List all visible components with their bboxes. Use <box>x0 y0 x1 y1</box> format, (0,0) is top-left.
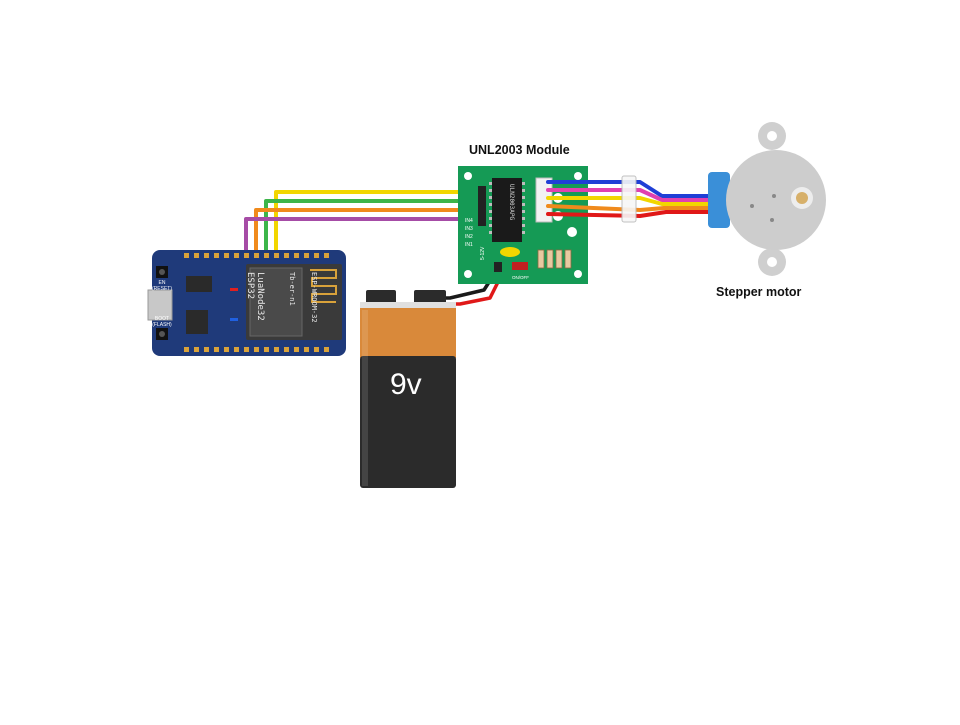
power-jumper <box>512 262 528 270</box>
input-labels: IN1 IN2 IN3 IN4 <box>465 218 473 248</box>
input-label-in1: IN1 <box>465 242 473 248</box>
motor-screw-a <box>750 204 754 208</box>
motor-wire-orange <box>546 204 714 212</box>
uln2003-module: ULN2003APG IN1 IN2 IN3 IN4 5-12V ON/OFF <box>458 166 588 284</box>
wire-yellow <box>274 190 488 258</box>
capacitor <box>500 247 520 257</box>
motor-shaft <box>796 192 808 204</box>
resistors <box>537 249 572 269</box>
motor-wire-red <box>546 210 714 218</box>
esp32-top-header <box>184 253 329 258</box>
en-label: EN <box>159 280 166 286</box>
wire-purple <box>244 217 488 258</box>
boot-label: BOOT <box>155 316 169 322</box>
regulator-chip <box>186 310 208 334</box>
module-name: ESP-WROOM-32 <box>310 272 318 323</box>
wroom-model-text: ESP-WROOM-32 <box>310 272 318 323</box>
motor-ear-bottom-hole <box>767 257 777 267</box>
mount-hole-tl <box>464 172 472 180</box>
driver-title: UNL2003 Module <box>469 143 570 157</box>
battery-terminal-left <box>366 290 396 304</box>
ic-label-group: ULN2003APG <box>508 184 515 221</box>
wroom-vendor-text: Tb-er-n1 <box>288 272 296 306</box>
status-led-c <box>567 227 577 237</box>
input-label-in3: IN3 <box>465 226 473 232</box>
wire-orange <box>254 208 488 258</box>
control-wires <box>244 190 488 258</box>
battery: 9v <box>360 290 456 488</box>
motor-body <box>726 150 826 250</box>
antenna-trace <box>310 269 337 303</box>
ic-label: ULN2003APG <box>508 184 515 221</box>
motor-plug <box>621 175 637 223</box>
wire-green <box>264 199 488 258</box>
motor-ear-top-hole <box>767 131 777 141</box>
input-label-in4: IN4 <box>465 218 473 224</box>
chip-name: ESP32 <box>245 272 255 299</box>
uln2003-ic <box>492 178 522 242</box>
battery-terminal-right <box>414 290 446 304</box>
wroom-shield <box>249 267 303 337</box>
power-header <box>494 262 502 272</box>
motor-cable-housing <box>708 172 730 228</box>
motor-wire-pink <box>546 188 714 202</box>
flash-label: (FLASH) <box>152 322 172 328</box>
motor-wire-yellow <box>546 196 714 206</box>
wroom-text: LuaNode32 ESP32 <box>245 272 265 321</box>
motor-title: Stepper motor <box>716 285 802 299</box>
ic-pins-right <box>522 182 525 234</box>
battery-body <box>360 356 456 488</box>
board-name: LuaNode32 <box>255 272 265 321</box>
mount-hole-br <box>574 270 582 278</box>
ic-pins-left <box>489 182 492 234</box>
usb-uart-chip <box>186 276 212 292</box>
power-in-label: 5-12V <box>480 246 486 260</box>
battery-cap <box>360 302 456 310</box>
input-label-in2: IN2 <box>465 234 473 240</box>
motor-wire-blue <box>546 180 714 198</box>
stepper-motor <box>708 122 826 276</box>
motor-wires <box>546 180 714 218</box>
battery-label: 9v <box>390 368 422 401</box>
battery-highlight <box>362 310 368 486</box>
esp32-bottom-header <box>184 347 329 352</box>
boot-button-cap <box>159 331 165 337</box>
power-in-label-group: 5-12V <box>480 246 486 260</box>
onoff-label: ON/OFF <box>512 275 529 280</box>
en-button-cap <box>159 269 165 275</box>
led-red <box>230 288 238 291</box>
mount-hole-tr <box>574 172 582 180</box>
vendor-name: Tb-er-n1 <box>288 272 296 306</box>
input-header <box>478 186 486 226</box>
led-blue <box>230 318 238 321</box>
motor-screw-c <box>770 218 774 222</box>
mount-hole-bl <box>464 270 472 278</box>
esp32-board: EN (RESET) BOOT (FLASH) LuaNode32 ESP32 … <box>147 250 346 356</box>
usb-port <box>147 289 173 321</box>
battery-top-band <box>360 308 456 358</box>
reset-label: (RESET) <box>152 286 172 292</box>
motor-screw-b <box>772 194 776 198</box>
